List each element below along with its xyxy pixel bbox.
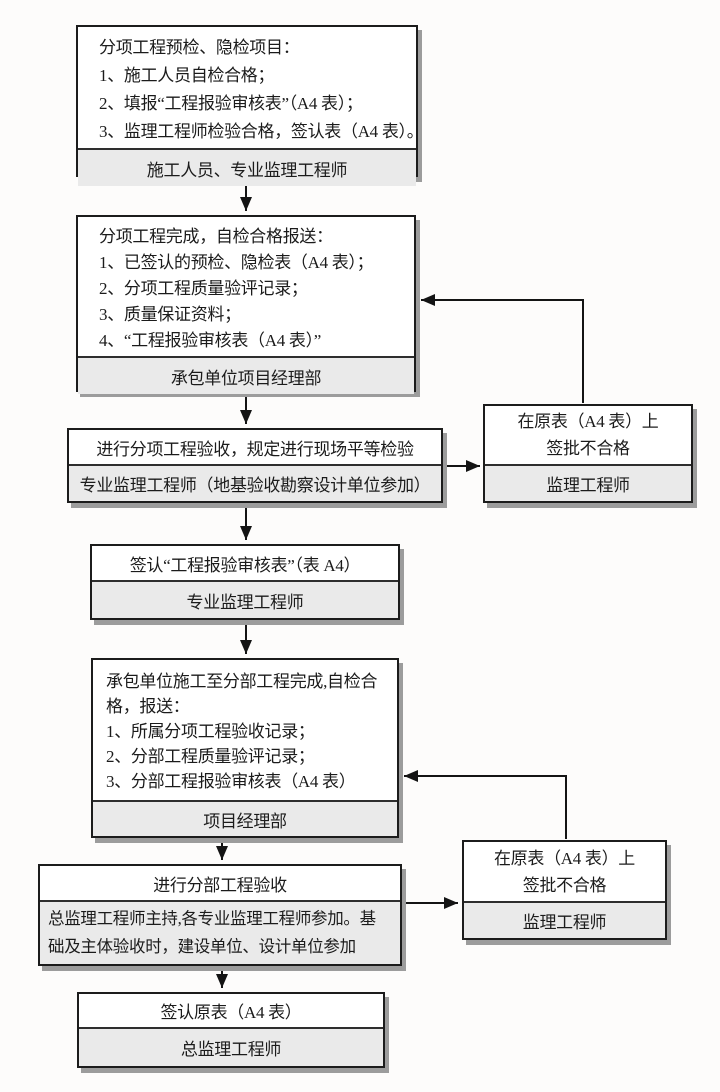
box-sign-original: 签认原表（A4 表） 总监理工程师	[77, 992, 385, 1068]
box-sign-original-body: 签认原表（A4 表）	[79, 994, 383, 1027]
role-text: 础及主体验收时，建设单位、设计单位参加	[48, 937, 356, 956]
box-reject-top: 在原表（A4 表）上 签批不合格 监理工程师	[483, 404, 693, 503]
text-line: 签认原表（A4 表）	[160, 1003, 302, 1022]
text-line: 分项工程完成，自检合格报送：	[99, 227, 333, 246]
text-line: 进行分项工程验收，规定进行现场平等检验	[96, 439, 414, 459]
role-bar: 监理工程师	[485, 464, 691, 501]
role-bar: 总监理工程师	[79, 1027, 383, 1066]
box-preinspection-body: 分项工程预检、隐检项目： 1、施工人员自检合格； 2、填报“工程报验审核表”（A…	[78, 27, 424, 148]
text-line: 2、分部工程质量验评记录；	[106, 747, 315, 766]
text-line: 2、填报“工程报验审核表”（A4 表）；	[99, 94, 363, 113]
role-text: 项目经理部	[203, 811, 287, 831]
text-line: 签认“工程报验审核表”（表 A4）	[129, 555, 361, 575]
role-text: 专业监理工程师（地基验收勘察设计单位参加）	[79, 476, 431, 495]
box-subitem-submit-body: 分项工程完成，自检合格报送： 1、已签认的预检、隐检表（A4 表）； 2、分项工…	[78, 217, 414, 356]
text-line: 3、监理工程师检验合格，签认表（A4 表）。	[99, 122, 424, 141]
box-subitem-acceptance: 进行分项工程验收，规定进行现场平等检验 专业监理工程师（地基验收勘察设计单位参加…	[67, 428, 443, 503]
box-sign-form: 签认“工程报验审核表”（表 A4） 专业监理工程师	[90, 544, 400, 620]
box-subitem-submit: 分项工程完成，自检合格报送： 1、已签认的预检、隐检表（A4 表）； 2、分项工…	[76, 215, 416, 394]
role-bar: 项目经理部	[93, 800, 397, 836]
role-text: 总监理工程师主持,各专业监理工程师参加。基	[48, 909, 376, 928]
role-text: 施工人员、专业监理工程师	[146, 160, 348, 180]
role-bar: 监理工程师	[464, 901, 665, 938]
box-preinspection: 分项工程预检、隐检项目： 1、施工人员自检合格； 2、填报“工程报验审核表”（A…	[76, 25, 424, 186]
role-bar: 承包单位项目经理部	[78, 356, 414, 394]
arrow-reject-top-feedback	[421, 294, 584, 403]
box-sign-form-body: 签认“工程报验审核表”（表 A4）	[92, 546, 398, 580]
arrow-reject-bottom-feedback	[404, 770, 567, 839]
text-line: 2、分项工程质量验评记录；	[99, 279, 308, 298]
text-line: 1、所属分项工程验收记录；	[106, 722, 315, 741]
role-text: 专业监理工程师	[186, 592, 304, 612]
role-text: 承包单位项目经理部	[170, 368, 322, 388]
text-line: 在原表（A4 表）上	[493, 848, 636, 868]
role-bar: 专业监理工程师（地基验收勘察设计单位参加）	[69, 464, 441, 501]
box-division-submit: 承包单位施工至分部工程完成,自检合 格，报送： 1、所属分项工程验收记录； 2、…	[91, 658, 399, 838]
box-subitem-acceptance-body: 进行分项工程验收，规定进行现场平等检验	[69, 430, 441, 464]
role-bar: 专业监理工程师	[92, 580, 398, 618]
text-line: 进行分部工程验收	[153, 875, 287, 895]
text-line: 签批不合格	[546, 439, 630, 458]
role-text: 监理工程师	[546, 476, 630, 495]
text-line: 在原表（A4 表）上	[517, 412, 659, 431]
text-line: 1、已签认的预检、隐检表（A4 表）；	[99, 253, 374, 272]
text-line: 3、分部工程报验审核表（A4 表）	[106, 772, 356, 791]
box-reject-top-body: 在原表（A4 表）上 签批不合格	[485, 406, 691, 464]
text-line: 分项工程预检、隐检项目：	[99, 38, 300, 57]
text-line: 签批不合格	[522, 875, 607, 895]
text-line: 4、“工程报验审核表（A4 表）”	[99, 331, 322, 350]
role-bar: 总监理工程师主持,各专业监理工程师参加。基 础及主体验收时，建设单位、设计单位参…	[40, 900, 400, 964]
box-division-acceptance-body: 进行分部工程验收	[40, 866, 400, 900]
box-division-acceptance: 进行分部工程验收 总监理工程师主持,各专业监理工程师参加。基 础及主体验收时，建…	[38, 864, 402, 966]
box-reject-bottom-body: 在原表（A4 表）上 签批不合格	[464, 842, 665, 901]
text-line: 3、质量保证资料；	[99, 305, 241, 324]
box-division-submit-body: 承包单位施工至分部工程完成,自检合 格，报送： 1、所属分项工程验收记录； 2、…	[93, 660, 397, 800]
text-line: 承包单位施工至分部工程完成,自检合	[106, 672, 378, 691]
box-reject-bottom: 在原表（A4 表）上 签批不合格 监理工程师	[462, 840, 667, 940]
role-text: 监理工程师	[522, 913, 607, 932]
role-text: 总监理工程师	[180, 1040, 282, 1059]
text-line: 格，报送：	[106, 697, 190, 716]
role-bar: 施工人员、专业监理工程师	[78, 148, 416, 186]
text-line: 1、施工人员自检合格；	[99, 66, 275, 85]
